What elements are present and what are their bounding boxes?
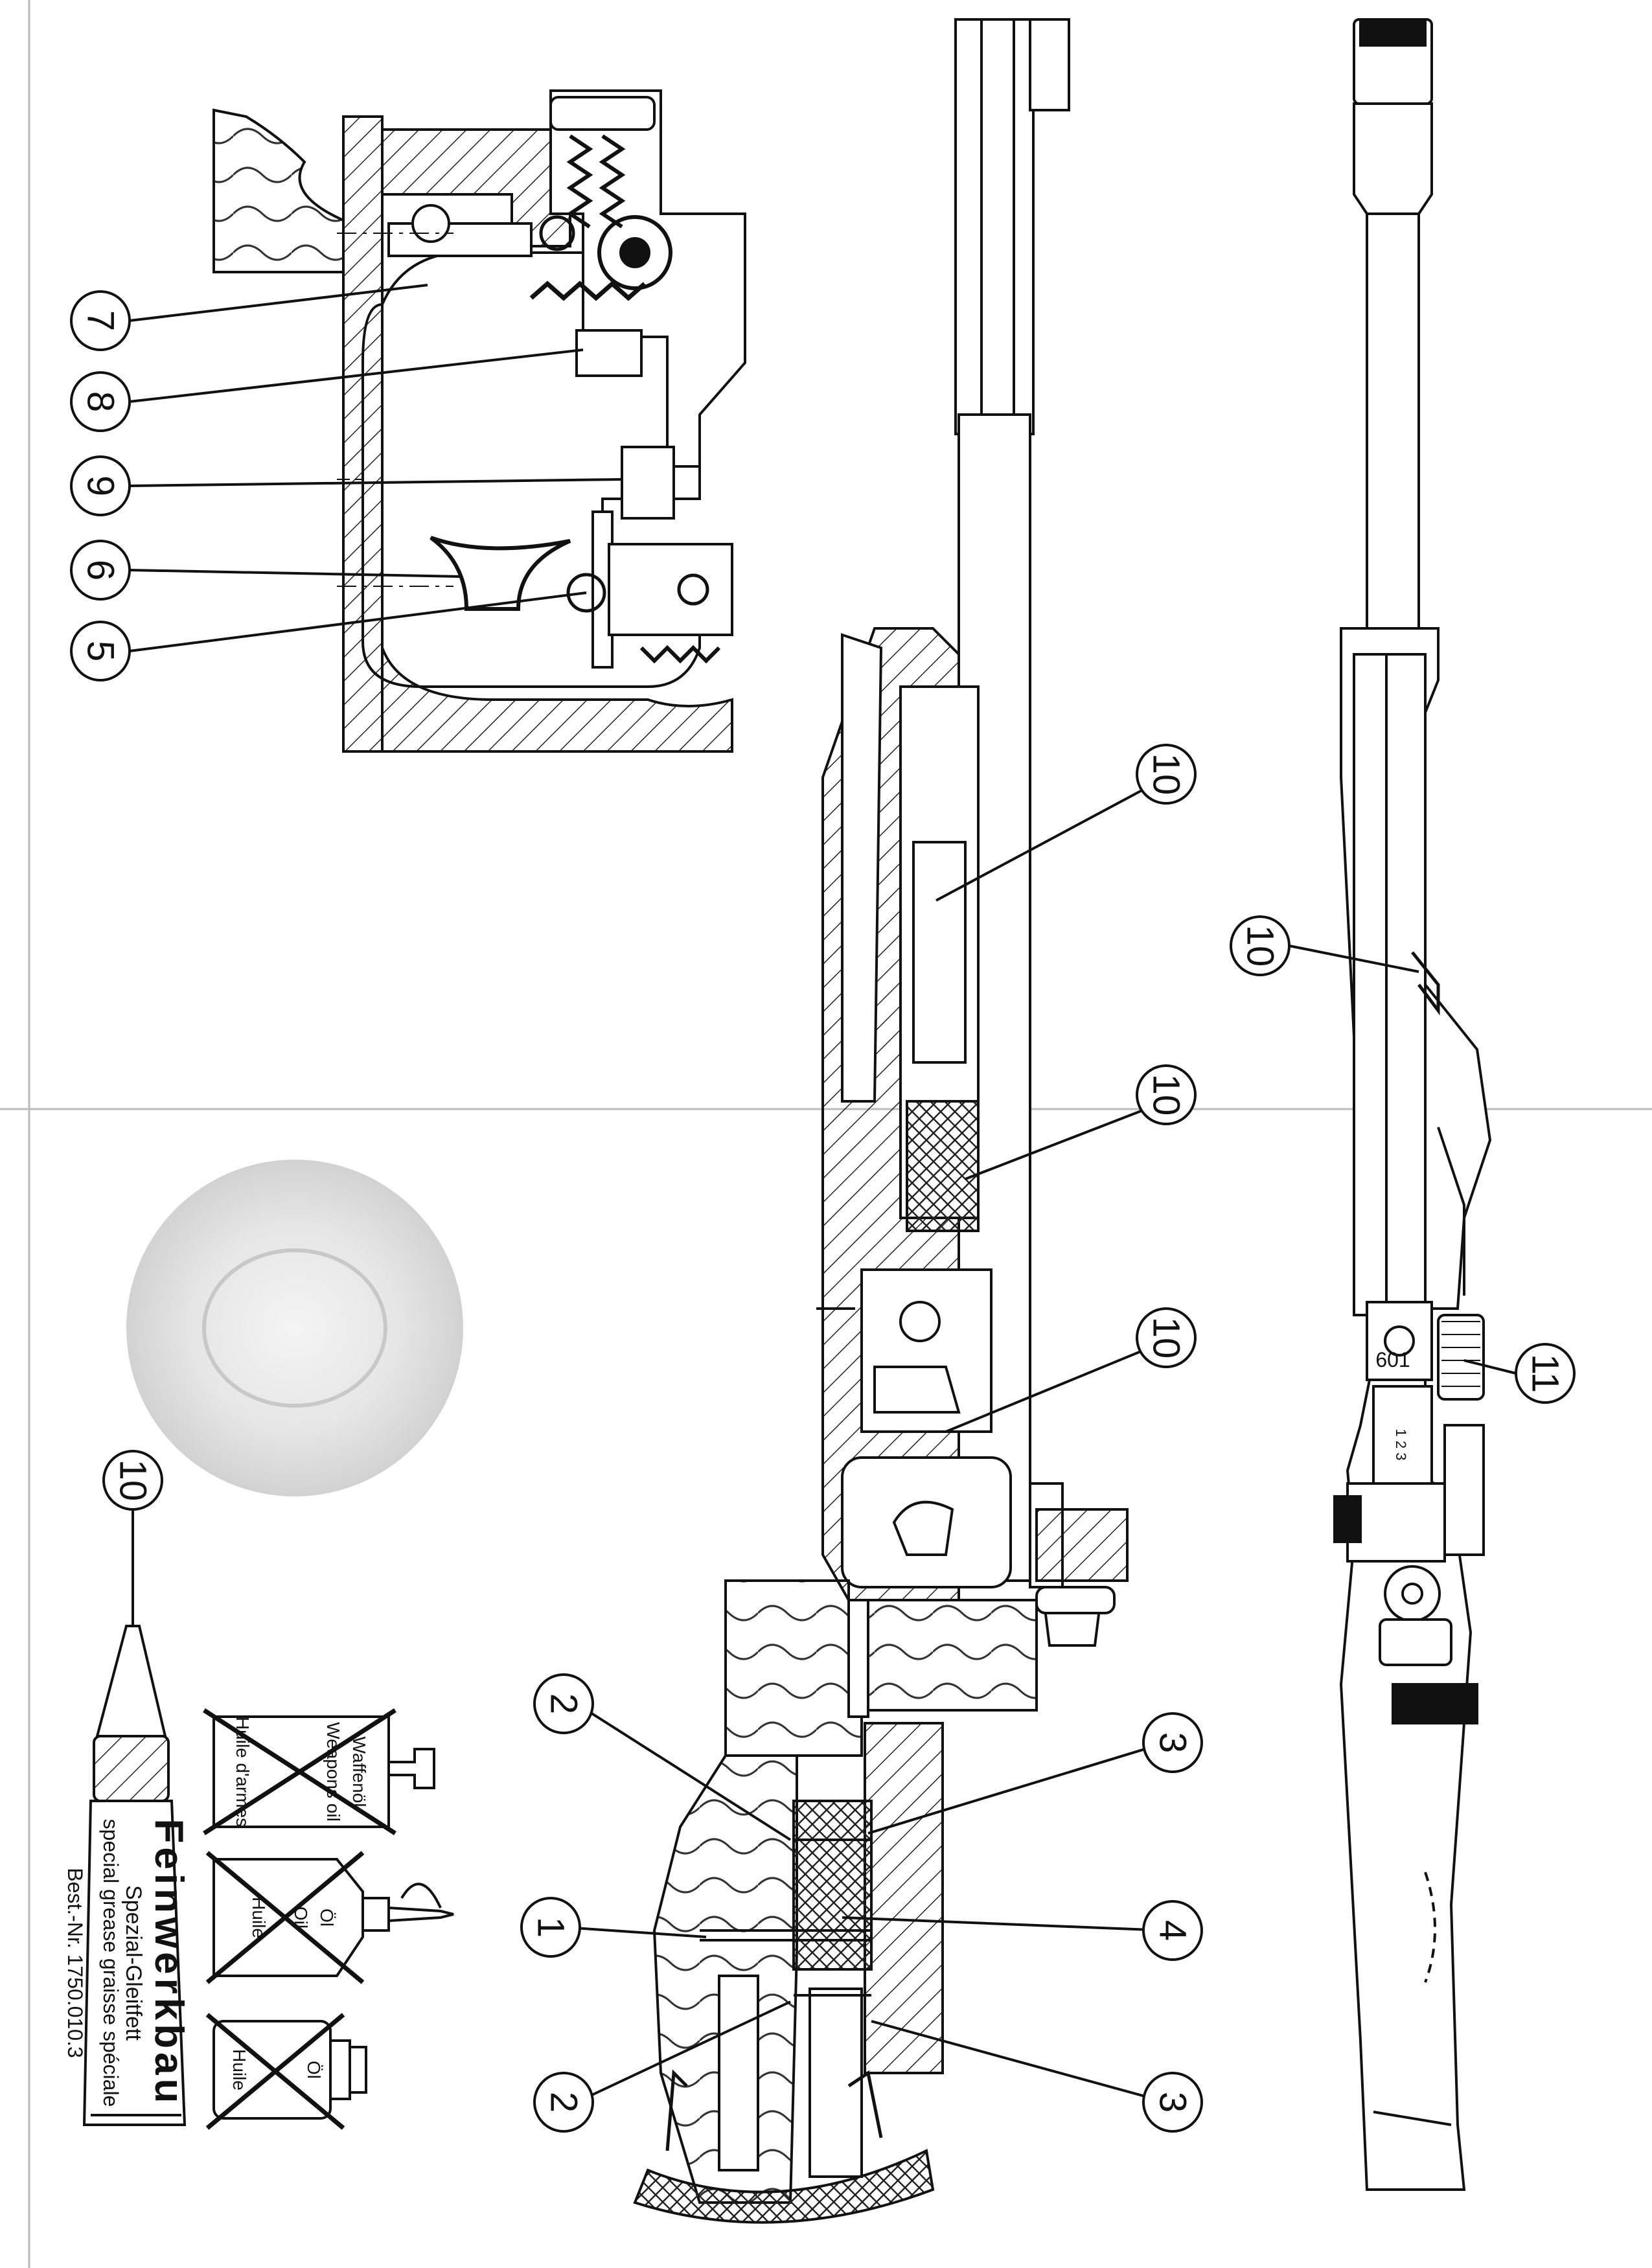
callout-8: 8 bbox=[70, 371, 131, 432]
bottle-label-3: Huile bbox=[249, 1897, 269, 1938]
callouts: 7 8 9 6 5 10 10 10 10 10 11 2 1 2 3 4 3 bbox=[70, 290, 1576, 2133]
callout-11: 11 bbox=[1515, 1343, 1576, 1404]
bottle-label-1: Öl bbox=[317, 1908, 337, 1927]
crossed-oil-bottle: Öl Oil Huile bbox=[205, 1851, 454, 1984]
trigger-leaders bbox=[129, 284, 623, 652]
rear-sight-value: 601 bbox=[1375, 1348, 1410, 1371]
crossed-oil-can: Waffenöl Weapons oil Huile d'armes bbox=[203, 1708, 435, 1835]
callout-3-b: 3 bbox=[1142, 2072, 1203, 2133]
callout-7: 7 bbox=[70, 290, 131, 351]
trigger-mechanism-detail bbox=[212, 89, 746, 753]
crossed-small-oil: Öl Huile bbox=[205, 2013, 367, 2130]
svg-text:6: 6 bbox=[80, 560, 122, 580]
svg-text:9: 9 bbox=[80, 475, 122, 496]
callout-6: 6 bbox=[70, 540, 131, 601]
callout-2-b: 2 bbox=[533, 2072, 594, 2133]
grease-dish bbox=[126, 1160, 463, 1496]
svg-text:10: 10 bbox=[1145, 1317, 1187, 1359]
svg-text:3: 3 bbox=[1152, 2092, 1194, 2113]
can-label-2: Weapons oil bbox=[323, 1722, 343, 1822]
small-label-1: Öl bbox=[304, 2061, 324, 2079]
side-leaders bbox=[1289, 945, 1517, 1375]
rear-sight-scale: 1 2 3 bbox=[1393, 1429, 1409, 1461]
callout-9: 9 bbox=[70, 455, 131, 516]
tube-order-number: Best.-Nr. 1750.010.3 bbox=[63, 1868, 87, 2058]
can-label-1: Waffenöl bbox=[349, 1737, 369, 1807]
callout-1: 1 bbox=[520, 1897, 581, 1958]
callout-2-a: 2 bbox=[533, 1673, 594, 1734]
bottle-label-2: Oil bbox=[291, 1907, 311, 1929]
svg-text:10: 10 bbox=[1145, 1074, 1187, 1116]
callout-3-a: 3 bbox=[1142, 1712, 1203, 1773]
svg-text:2: 2 bbox=[543, 1693, 585, 1714]
callout-10-a: 10 bbox=[1136, 744, 1197, 805]
svg-text:4: 4 bbox=[1152, 1920, 1194, 1941]
svg-text:1: 1 bbox=[530, 1917, 572, 1938]
small-label-2: Huile bbox=[229, 2049, 249, 2090]
grease-tube bbox=[82, 1509, 187, 2126]
callout-10-e: 10 bbox=[102, 1450, 163, 1511]
can-label-3: Huile d'armes bbox=[233, 1717, 253, 1827]
tube-label: Feinwerkbau Spezial-Gleitfett special gr… bbox=[63, 1819, 191, 2107]
callout-10-d: 10 bbox=[1230, 915, 1291, 976]
rifle-cross-section bbox=[633, 18, 1129, 2224]
svg-text:10: 10 bbox=[1145, 753, 1187, 796]
svg-text:10: 10 bbox=[112, 1460, 154, 1502]
svg-text:3: 3 bbox=[1152, 1732, 1194, 1753]
tube-line-2: special grease graisse spéciale bbox=[99, 1819, 122, 2107]
callout-4: 4 bbox=[1142, 1900, 1203, 1961]
main-leaders bbox=[563, 776, 1167, 2103]
svg-text:11: 11 bbox=[1524, 1354, 1566, 1393]
svg-text:2: 2 bbox=[543, 2092, 585, 2113]
callout-10-c: 10 bbox=[1136, 1307, 1197, 1368]
callout-10-b: 10 bbox=[1136, 1064, 1197, 1125]
svg-text:5: 5 bbox=[80, 641, 122, 661]
tube-brand: Feinwerkbau bbox=[146, 1819, 191, 2107]
svg-text:10: 10 bbox=[1239, 925, 1281, 967]
svg-text:8: 8 bbox=[80, 391, 122, 412]
svg-text:7: 7 bbox=[80, 310, 122, 331]
callout-5: 5 bbox=[70, 621, 131, 682]
rifle-side-view bbox=[1333, 18, 1492, 2191]
tube-line-1: Spezial-Gleitfett bbox=[121, 1885, 146, 2041]
